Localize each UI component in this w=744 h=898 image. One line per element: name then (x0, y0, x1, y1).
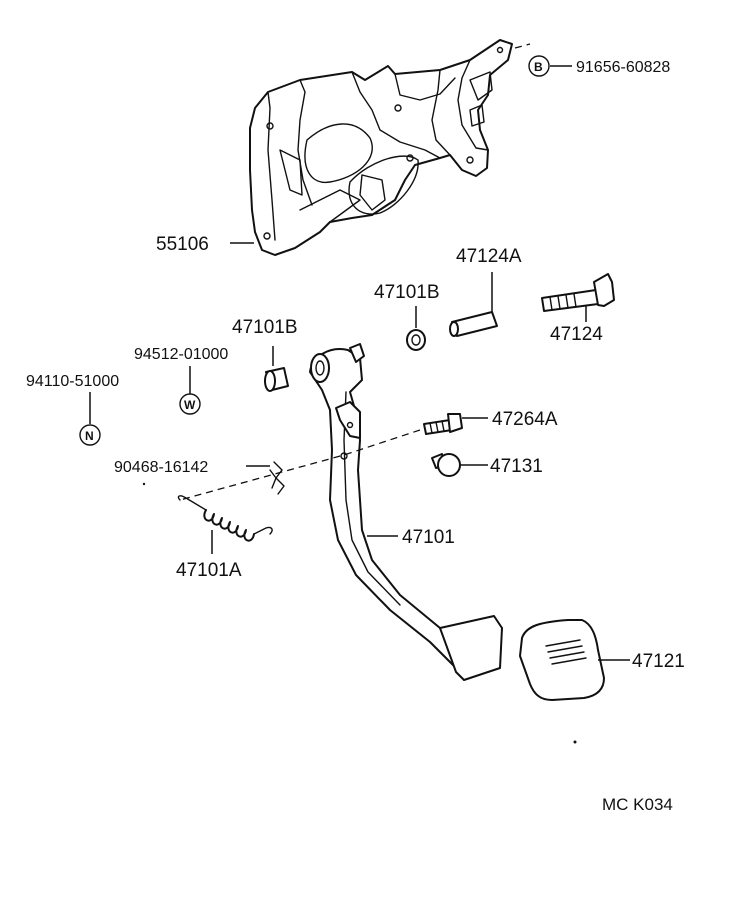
callout-bushing-upper: 47101B (374, 282, 440, 303)
clip-part[interactable] (269, 461, 285, 495)
callout-return-spring: 47101A (176, 560, 242, 581)
pedal-bracket-part[interactable] (249, 39, 513, 256)
bushing-lower-part[interactable] (264, 367, 289, 392)
bolt-b-symbol-circle (528, 55, 550, 77)
callout-stopper-bolt: 47264A (492, 409, 558, 430)
callout-bolt-b: 91656-60828 (576, 59, 670, 76)
pedal-pad-part[interactable] (519, 619, 605, 701)
callout-clip: 90468-16142 (114, 459, 208, 476)
nut-symbol: N (85, 429, 94, 443)
callout-bushing-lower: 47101B (232, 317, 298, 338)
pin-bolt-part[interactable] (541, 273, 615, 312)
bushing-upper-part[interactable] (406, 329, 426, 351)
callout-nut: 94110-51000 (26, 373, 119, 390)
callout-pedal-arm: 47101 (402, 527, 455, 548)
nut-symbol-circle (79, 424, 101, 446)
washer-symbol-circle (179, 393, 201, 415)
return-spring-part[interactable] (177, 495, 273, 542)
diagram-code: MC K034 (602, 795, 673, 814)
callout-collar: 47124A (456, 246, 522, 267)
callout-pedal-pad: 47121 (632, 651, 685, 672)
collar-part[interactable] (449, 311, 498, 337)
stopper-bolt-part[interactable] (423, 413, 463, 435)
callout-pin-bolt: 47124 (550, 324, 603, 345)
washer-symbol: W (184, 398, 196, 412)
cushion-part[interactable] (431, 453, 461, 477)
pedal-arm-part[interactable] (309, 343, 503, 681)
callout-cushion: 47131 (490, 456, 543, 477)
callout-bracket: 55106 (156, 234, 209, 255)
callout-washer: 94512-01000 (134, 346, 228, 363)
bolt-b-symbol: B (534, 60, 543, 74)
